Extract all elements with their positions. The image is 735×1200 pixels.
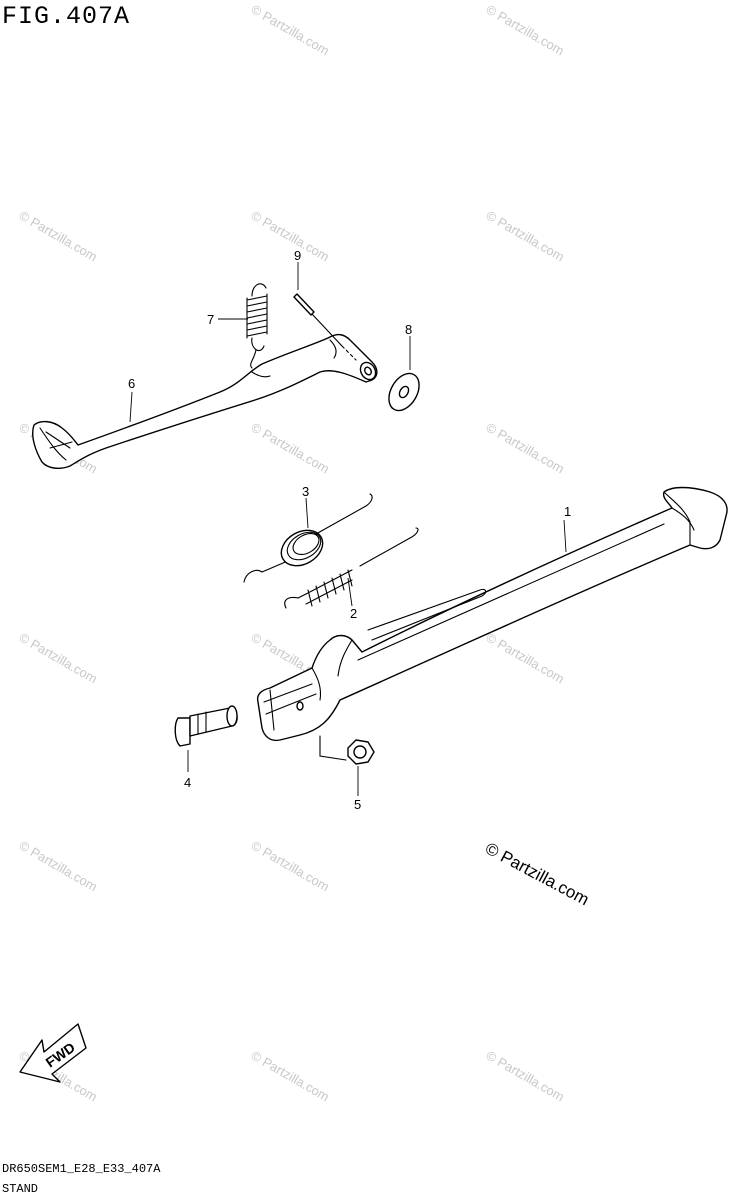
callout-6: 6 <box>128 376 135 391</box>
watermark: © Partzilla.com <box>484 2 567 59</box>
part-7-spring <box>246 283 268 369</box>
part-5-nut <box>319 735 375 765</box>
watermark: © Partzilla.com <box>17 630 100 687</box>
part-1-stand <box>256 486 728 742</box>
partzilla-watermark: © Partzilla.com <box>482 839 592 910</box>
watermark: © Partzilla.com <box>249 208 332 265</box>
part-9-pin <box>293 293 357 361</box>
watermark: © Partzilla.com <box>484 630 567 687</box>
callouts: 1 2 3 4 5 6 7 9 8 <box>128 248 571 812</box>
part-2-spring <box>284 527 419 609</box>
part-6-bracket <box>32 333 378 470</box>
watermark: © Partzilla.com <box>249 838 332 895</box>
watermark: © Partzilla.com <box>17 838 100 895</box>
figure-title: FIG.407A <box>2 2 131 31</box>
callout-4: 4 <box>184 775 191 790</box>
callout-9: 9 <box>294 248 301 263</box>
callout-8: 8 <box>405 322 412 337</box>
watermark: © Partzilla.com <box>249 1048 332 1105</box>
callout-7: 7 <box>207 312 214 327</box>
figure-name: STAND <box>2 1182 39 1196</box>
part-8-washer <box>388 372 420 412</box>
callout-2: 2 <box>350 606 357 621</box>
figure-code: DR650SEM1_E28_E33_407A <box>2 1162 161 1176</box>
watermark: © Partzilla.com <box>249 2 332 59</box>
part-3-spring <box>243 493 373 583</box>
part-4-bolt <box>174 705 238 747</box>
watermark: © Partzilla.com <box>249 420 332 477</box>
watermark: © Partzilla.com <box>17 208 100 265</box>
callout-3: 3 <box>302 484 309 499</box>
callout-1: 1 <box>564 504 571 519</box>
watermark: © Partzilla.com <box>484 1048 567 1105</box>
watermark: © Partzilla.com <box>484 420 567 477</box>
callout-5: 5 <box>354 797 361 812</box>
watermark: © Partzilla.com <box>484 208 567 265</box>
